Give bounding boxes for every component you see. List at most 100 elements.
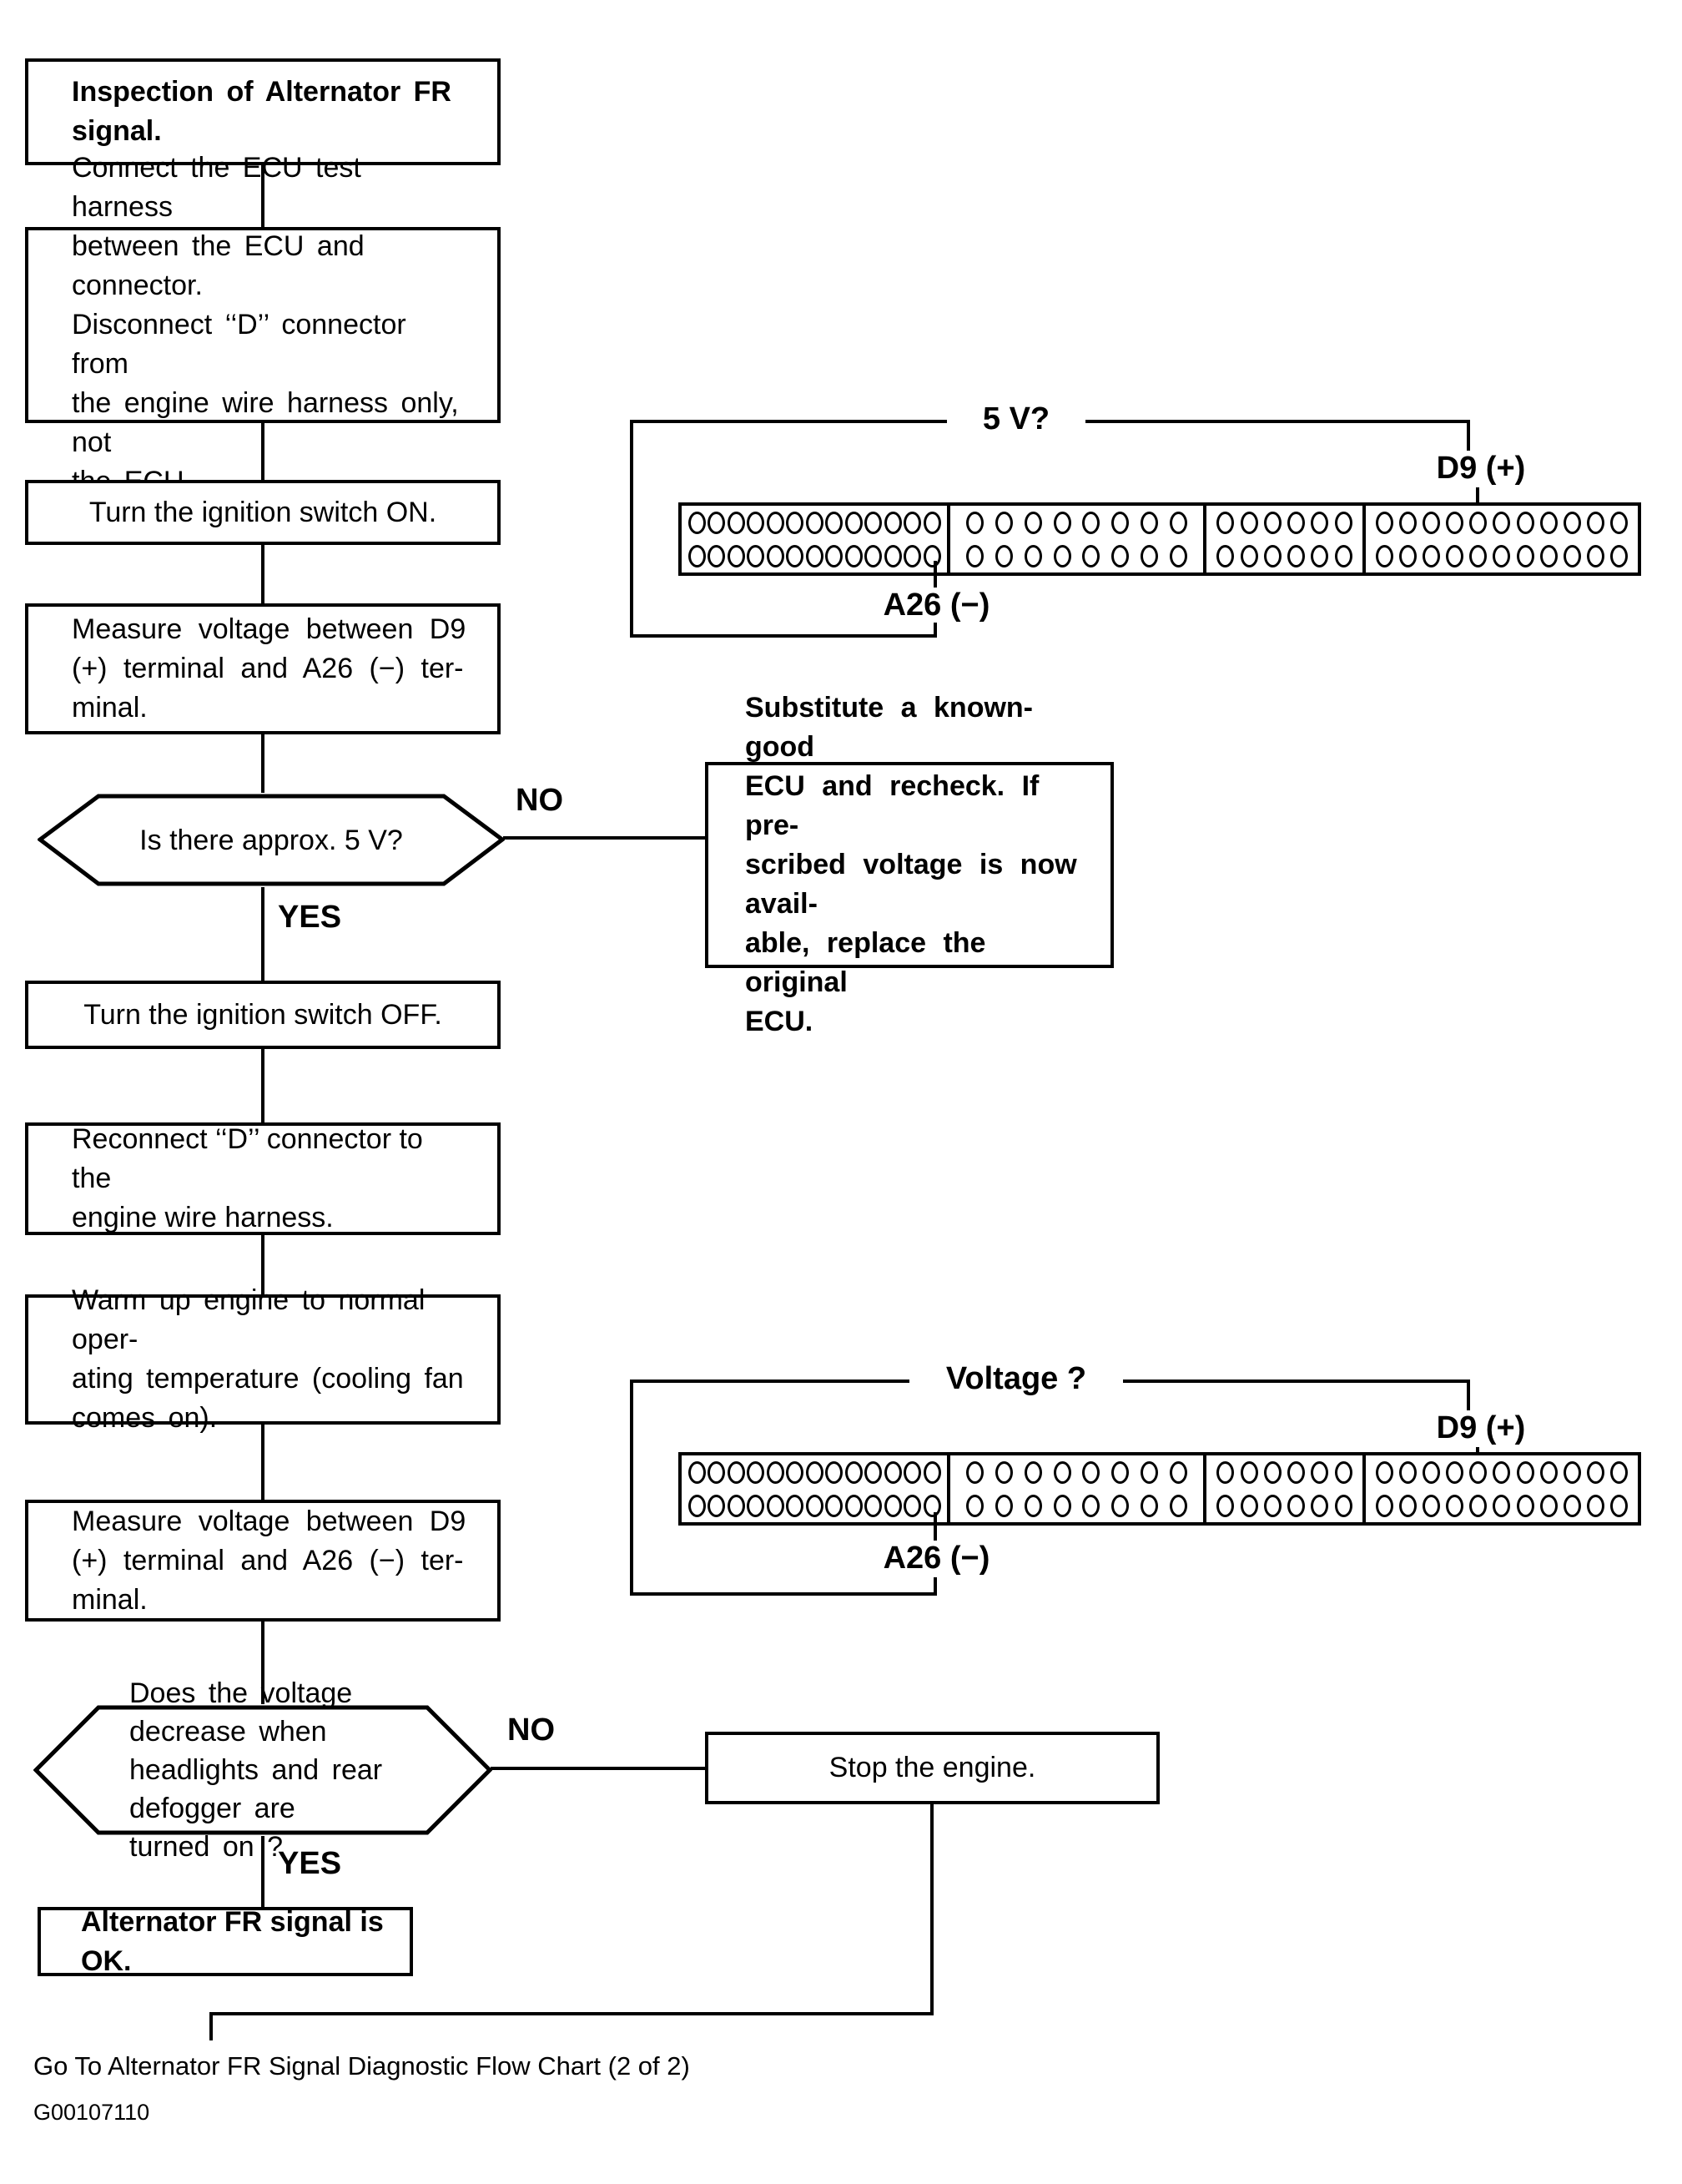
a26-lead-stub-upper-1 <box>934 561 937 591</box>
connector-pin <box>1446 544 1464 567</box>
return-horizontal-line <box>209 2012 934 2015</box>
connector-pin <box>1311 1494 1329 1517</box>
connector-pin <box>1053 544 1071 567</box>
connector-pin <box>687 1460 706 1484</box>
connector-pin <box>766 544 784 567</box>
connector-pin <box>1111 544 1130 567</box>
connector-pin <box>864 1460 882 1484</box>
flow-box-measure-voltage-2-text: Measure voltage between D9 (+) terminal … <box>72 1505 466 1616</box>
connector-pin-row <box>682 506 947 539</box>
d9-terminal-label-1: D9 (+) <box>1402 451 1560 486</box>
decision-hexagon-5v-text: Is there approx. 5 V? <box>139 824 403 856</box>
connector-pin <box>687 511 706 534</box>
connector-pin <box>1469 1494 1488 1517</box>
connector-pin <box>1216 544 1235 567</box>
connector-pin <box>1493 544 1511 567</box>
connector-pin <box>825 544 843 567</box>
connector-section <box>950 1455 1206 1522</box>
connector-pin <box>1563 1460 1581 1484</box>
connector-pin-row <box>682 1455 947 1489</box>
connector-pin <box>1216 511 1235 534</box>
connector-pin <box>708 511 725 534</box>
connector-pin <box>1024 511 1042 534</box>
connector-pin <box>1563 1494 1581 1517</box>
connector-pin <box>805 544 823 567</box>
connector-pin <box>1539 544 1558 567</box>
flow-box-ignition-off: Turn the ignition switch OFF. <box>25 981 501 1049</box>
connector-pin <box>1141 1460 1159 1484</box>
connector-pin <box>1287 1494 1306 1517</box>
connector-pin <box>786 544 803 567</box>
connector-pin <box>1399 1460 1418 1484</box>
flow-box-ok: Alternator FR signal is OK. <box>38 1906 413 1977</box>
connector-pin <box>1586 1460 1604 1484</box>
connector-pin <box>884 1460 902 1484</box>
flow-box-measure-voltage-1-text: Measure voltage between D9 (+) terminal … <box>72 613 466 724</box>
connector-pin <box>1609 1494 1628 1517</box>
connector-pin <box>766 1494 784 1517</box>
connector-pin <box>1141 511 1159 534</box>
connector-pin <box>1240 1494 1258 1517</box>
connector-pin-row <box>950 1455 1203 1489</box>
connector-pin <box>786 1460 803 1484</box>
connector-pin-row <box>950 1489 1203 1522</box>
connector-pin <box>1082 1460 1100 1484</box>
connector-section <box>682 506 950 572</box>
connector-pin <box>1469 544 1488 567</box>
connector-pin <box>864 544 882 567</box>
flow-connector-line <box>261 734 264 793</box>
connector-pin <box>747 511 764 534</box>
connector-pin <box>1024 1494 1042 1517</box>
connector-pin <box>904 1460 921 1484</box>
flow-box-reconnect-text: Reconnect ‘‘D’’ connector to the engine … <box>72 1123 423 1233</box>
connector-pin <box>727 1460 745 1484</box>
connector-pin-row <box>1366 506 1638 539</box>
connector-pin <box>1334 544 1352 567</box>
flow-box-measure-voltage-1: Measure voltage between D9 (+) terminal … <box>25 603 501 734</box>
flow-box-ignition-on-text: Turn the ignition switch ON. <box>88 496 437 528</box>
connector-pin <box>747 1494 764 1517</box>
connector-pin-row <box>1206 539 1362 572</box>
decision-hexagon-voltage-decrease <box>33 1705 492 1835</box>
connector-section <box>1206 506 1366 572</box>
connector-pin <box>1423 511 1441 534</box>
connector-pin-row <box>1366 539 1638 572</box>
connector-pin <box>995 544 1013 567</box>
connector-pin-row <box>1366 1455 1638 1489</box>
connector-pin-row <box>1206 1455 1362 1489</box>
connector-pin <box>1287 1460 1306 1484</box>
connector-pin <box>1024 544 1042 567</box>
connector-pin <box>884 544 902 567</box>
flow-connector-line <box>261 1836 264 1907</box>
connector-pin <box>805 1494 823 1517</box>
connector-pin <box>1586 511 1604 534</box>
connector-pin <box>1469 511 1488 534</box>
connector-pin <box>727 544 745 567</box>
connector-pin <box>1082 511 1100 534</box>
connector-pin <box>1376 544 1394 567</box>
connector-pin <box>825 511 843 534</box>
connector-pin <box>1376 511 1394 534</box>
flow-box-measure-voltage-2: Measure voltage between D9 (+) terminal … <box>25 1500 501 1622</box>
connector-pin <box>1082 544 1100 567</box>
connector-pin <box>1493 1494 1511 1517</box>
a26-lead-stub-upper-2 <box>934 1512 937 1544</box>
connector-pin <box>904 1494 921 1517</box>
connector-pin-row <box>950 506 1203 539</box>
connector-pin <box>1141 544 1159 567</box>
connector-pin <box>995 511 1013 534</box>
connector-pin <box>1516 1494 1534 1517</box>
connector-pin <box>1516 1460 1534 1484</box>
connector-pin <box>1516 511 1534 534</box>
connector-pin <box>965 1494 984 1517</box>
voltmeter-bracket-bottom-2 <box>630 1592 937 1596</box>
a26-lead-stub-lower-1 <box>934 623 937 638</box>
voltmeter-bracket-left-2 <box>630 1380 633 1596</box>
flow-box-ignition-off-text: Turn the ignition switch OFF. <box>83 998 442 1031</box>
flow-connector-line <box>261 423 264 480</box>
connector-pin <box>844 511 863 534</box>
no-label-2: NO <box>507 1712 555 1748</box>
connector-pin <box>1376 1460 1394 1484</box>
flow-box-ok-text: Alternator FR signal is OK. <box>81 1905 384 1977</box>
